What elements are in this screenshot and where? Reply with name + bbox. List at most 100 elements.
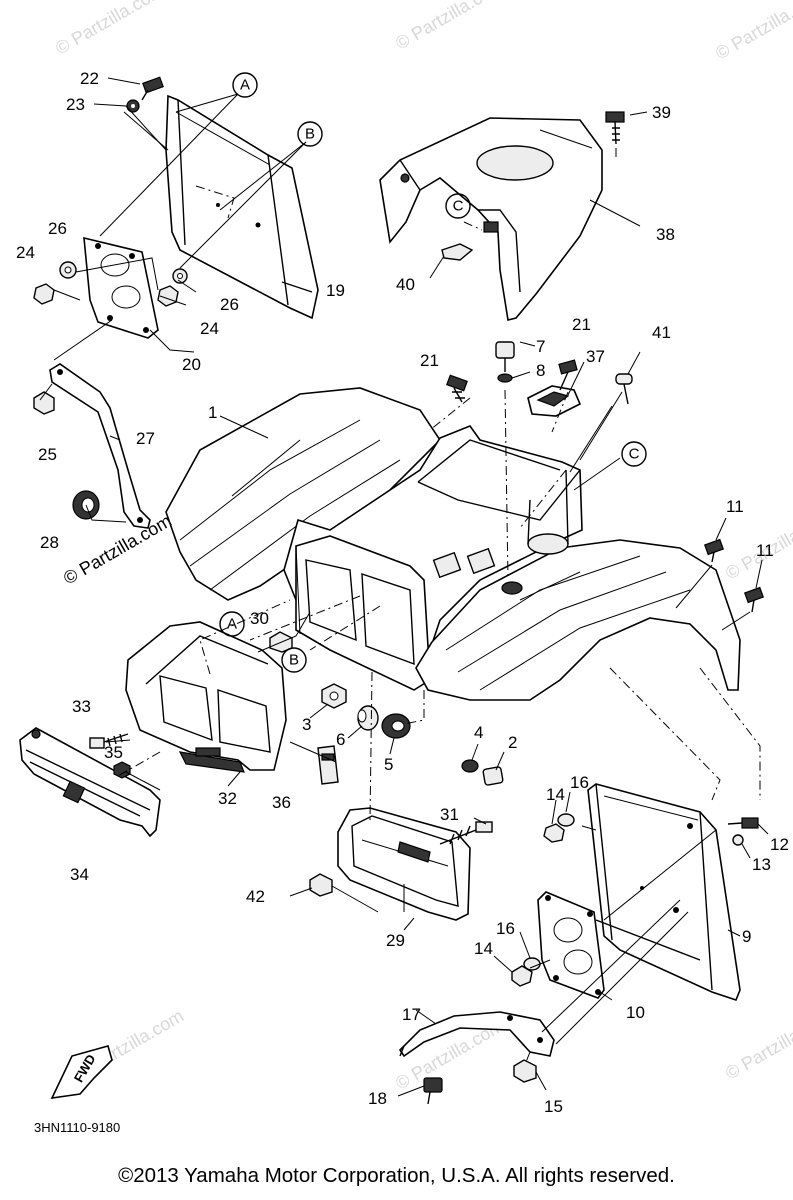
bolt-21b-icon	[558, 359, 578, 391]
ref-markers: A B C C A B	[219, 72, 647, 673]
ref-marker: C	[621, 441, 647, 467]
part-label: 21	[420, 351, 439, 370]
fasteners-bezel	[89, 631, 339, 785]
part-label: 6	[336, 730, 345, 749]
stay-17	[398, 1011, 555, 1058]
part-label: 9	[742, 927, 751, 946]
leaders-upper-left	[39, 77, 307, 523]
watermark-faint: © Partzilla.com	[52, 0, 167, 58]
svg-text:B: B	[289, 652, 299, 669]
screw-41-icon	[615, 373, 633, 405]
parts-diagram: © Partzilla.com © Partzilla.com © Partzi…	[16, 0, 793, 1135]
bolt-21a-icon	[446, 374, 468, 403]
leaders-right	[397, 667, 769, 1097]
svg-text:B: B	[305, 126, 315, 143]
washer-13-icon	[732, 834, 744, 846]
part-label: 24	[200, 319, 219, 338]
bolt-7-icon	[495, 341, 515, 372]
nut-14a-icon	[543, 823, 565, 843]
bolt-31-icon	[439, 821, 493, 845]
part-label: 11	[756, 541, 774, 560]
bolt-39-icon	[605, 111, 625, 145]
part-label: 25	[38, 445, 57, 464]
part-label: 27	[136, 429, 155, 448]
part-label: 28	[40, 533, 59, 552]
headlight-bezel-32	[125, 621, 287, 773]
part-label: 31	[440, 805, 459, 824]
nut-23-icon	[126, 99, 140, 113]
nut-35-icon	[113, 761, 131, 779]
part-label: 19	[326, 281, 345, 300]
washer-4-icon	[461, 759, 479, 773]
svg-text:A: A	[227, 616, 237, 633]
part-label: 11	[726, 497, 744, 516]
stay-27	[49, 363, 151, 529]
part-label: 42	[246, 887, 265, 906]
part-label: 26	[220, 295, 239, 314]
headlight-29	[337, 807, 471, 921]
part-label: 7	[536, 337, 545, 356]
ref-marker: C	[445, 193, 471, 219]
bolt-11a-icon	[704, 538, 724, 563]
nut-25-icon	[33, 391, 55, 415]
part-label: 36	[272, 793, 291, 812]
part-label: 16	[570, 773, 589, 792]
bolt-11b-icon	[744, 586, 764, 613]
leaders-headlight	[289, 671, 505, 931]
part-label: 35	[104, 743, 123, 762]
part-label: 21	[572, 315, 591, 334]
svg-text:C: C	[453, 198, 464, 215]
part-label: 22	[80, 69, 99, 88]
part-label: 1	[208, 403, 217, 422]
ref-marker: A	[232, 72, 258, 98]
guard-34	[19, 727, 161, 838]
clip-36-icon	[317, 745, 339, 785]
part-label: 34	[70, 865, 89, 884]
front-fender-1	[165, 387, 741, 701]
part-label: 14	[546, 785, 565, 804]
grommet-5-icon	[381, 713, 411, 739]
svg-text:A: A	[240, 77, 250, 94]
ref-marker: B	[281, 647, 307, 673]
leaders-bezel	[105, 599, 337, 791]
leaders-upper-right	[429, 111, 648, 279]
top-cover-38	[379, 117, 603, 321]
washer-8-icon	[497, 373, 513, 383]
part-label: 37	[586, 347, 605, 366]
bolt-2-icon	[482, 766, 504, 786]
part-label: 38	[656, 225, 675, 244]
collar-6-icon	[357, 705, 379, 731]
part-label: 33	[72, 697, 91, 716]
part-label: 15	[544, 1097, 563, 1116]
mud-flap-front-left	[165, 94, 319, 320]
washer-16a-icon	[557, 813, 575, 827]
cap-37-icon	[527, 385, 582, 417]
washer-26b-icon	[172, 268, 188, 284]
part-label: 13	[752, 855, 771, 874]
nut-42-icon	[309, 873, 333, 897]
ref-marker: A	[219, 611, 245, 637]
watermark-faint: © Partzilla.com	[722, 1005, 793, 1083]
part-label: 17	[402, 1005, 421, 1024]
part-label: 8	[536, 361, 545, 380]
fasteners-fender	[446, 341, 764, 613]
part-label: 24	[16, 243, 35, 262]
part-label: 14	[474, 939, 493, 958]
fwd-arrow-icon: FWD	[50, 1045, 113, 1100]
bracket-plate-10	[537, 891, 605, 999]
mud-flap-front-right	[587, 783, 741, 1001]
washer-26-icon	[59, 261, 77, 279]
part-label: 20	[182, 355, 201, 374]
nut-24-icon	[33, 283, 55, 305]
watermark-faint: © Partzilla.com	[392, 0, 507, 53]
part-label: 4	[474, 723, 483, 742]
svg-text:C: C	[629, 446, 640, 463]
part-label: 32	[218, 789, 237, 808]
part-label: 2	[508, 733, 517, 752]
part-label: 40	[396, 275, 415, 294]
copyright-notice: ©2013 Yamaha Motor Corporation, U.S.A. A…	[118, 1164, 675, 1187]
watermark-main: © Partzilla.com	[60, 510, 175, 588]
ref-marker: B	[297, 121, 323, 147]
bolt-22-icon	[141, 76, 164, 101]
part-label: 16	[496, 919, 515, 938]
